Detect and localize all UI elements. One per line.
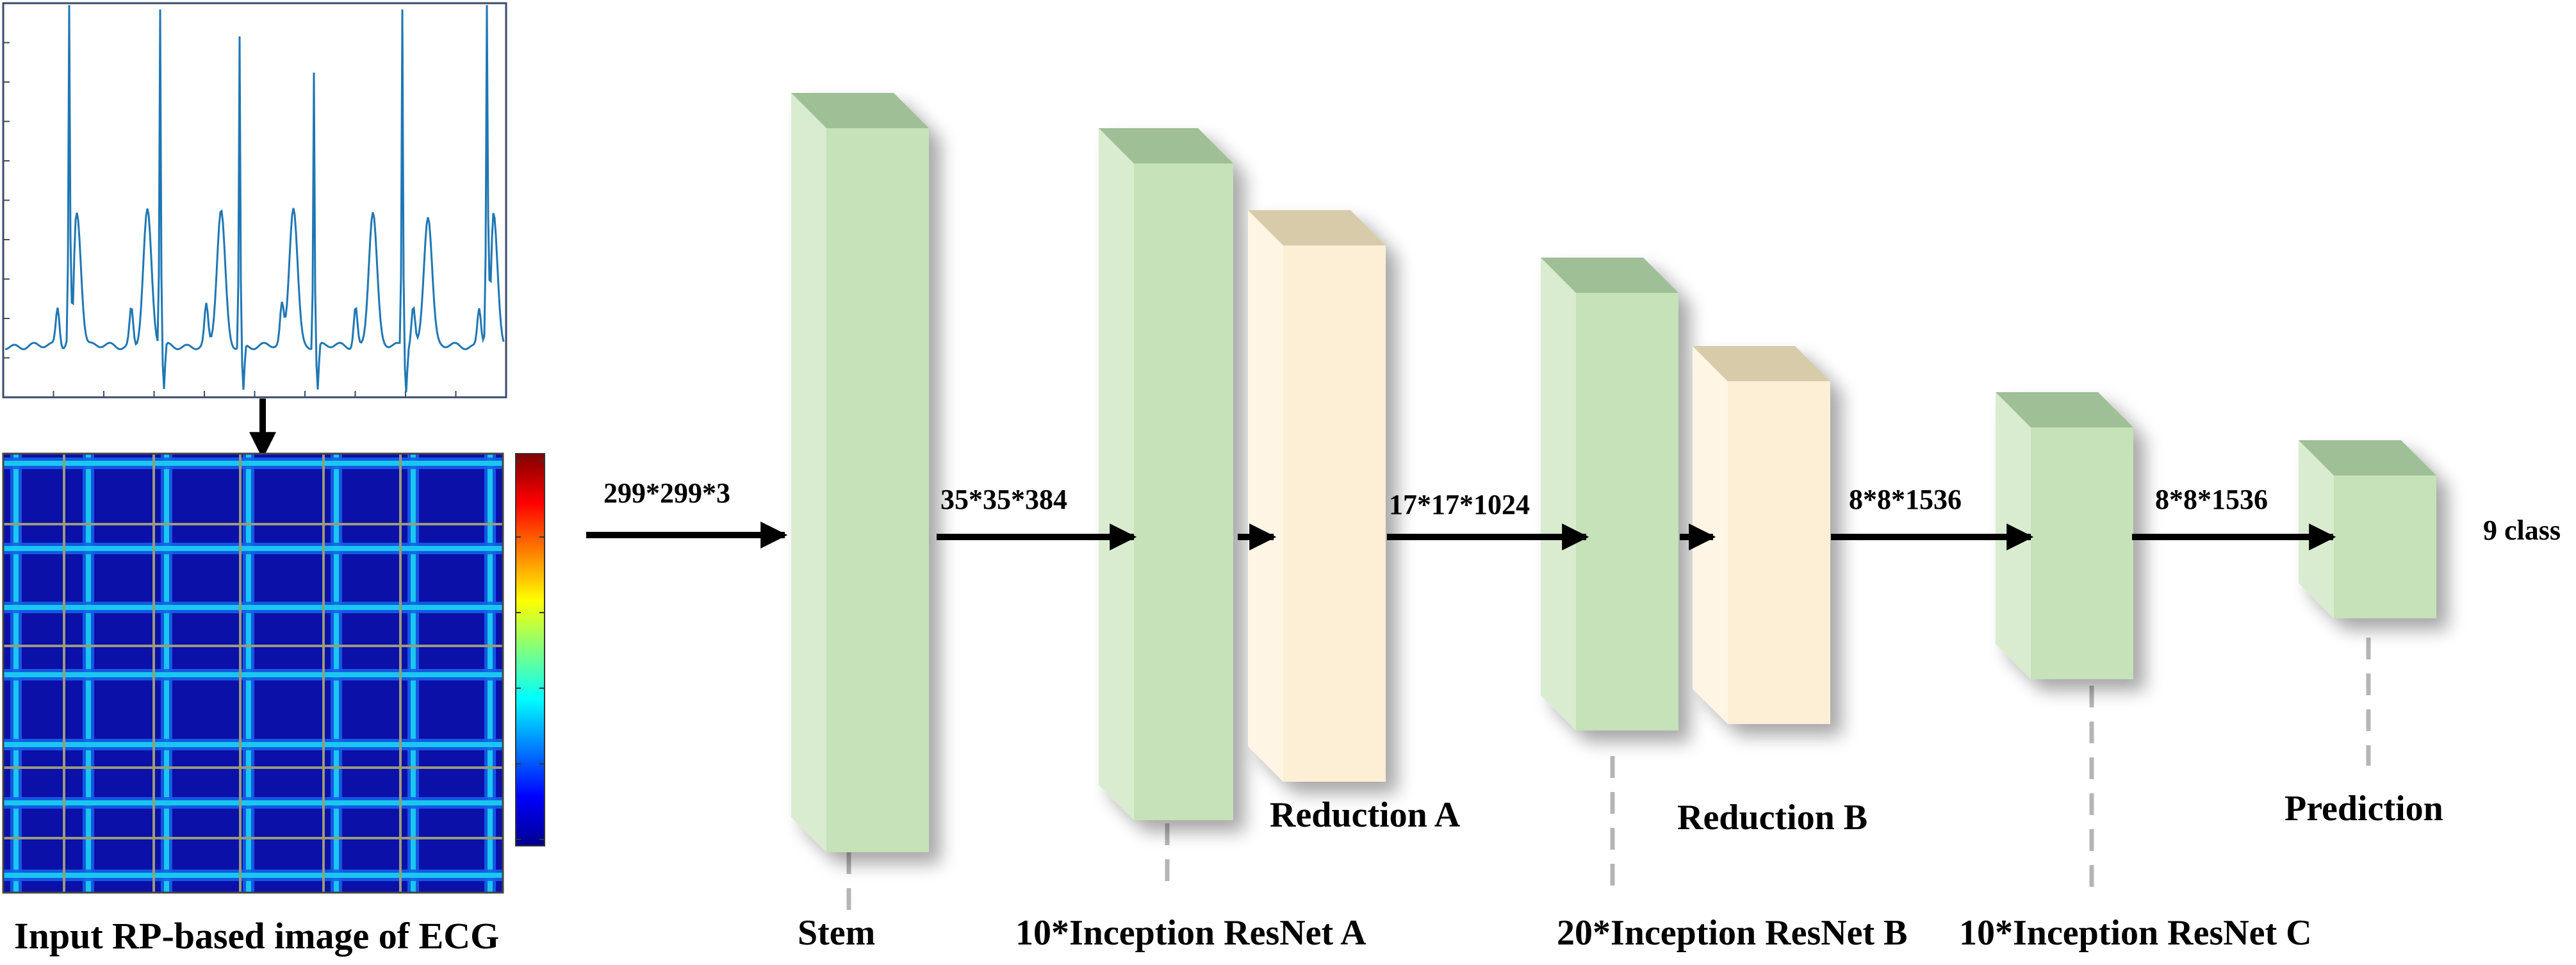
block-dash-lines — [846, 638, 2371, 910]
stem-block-top — [791, 93, 929, 128]
output-class-label: 9 class — [2483, 515, 2561, 546]
reduction-a-block-side — [1248, 210, 1283, 782]
colorbar-ticks — [516, 461, 545, 840]
rp-horizontal-stripe — [3, 461, 503, 466]
flow-arrows — [586, 522, 2336, 550]
inception-b-block — [1541, 258, 1678, 730]
ecg-plot — [2, 2, 507, 399]
rp-horizontal-stripe — [3, 546, 503, 551]
reduction-a-block — [1248, 210, 1386, 782]
rp-horizontal-stripe — [3, 605, 503, 610]
inception-c-block-top — [1996, 392, 2133, 427]
prediction-label: Prediction — [2285, 789, 2443, 829]
input-dim-label: 299*299*3 — [603, 477, 730, 509]
reduction-b-block-top — [1693, 346, 1830, 381]
rp-horizontal-stripe — [3, 873, 503, 878]
rp-horizontal-stripe — [3, 742, 503, 747]
inception-b-block-front — [1576, 293, 1678, 730]
reduction-b-block-front — [1728, 381, 1830, 724]
network-blocks — [791, 93, 2436, 852]
rp-horizontal-stripe — [3, 672, 503, 677]
reduction-a-block-top — [1248, 210, 1386, 245]
stem-block — [791, 93, 929, 852]
ecg-signal-line — [4, 4, 505, 393]
reduction-b-label: Reduction B — [1677, 798, 1868, 837]
stem-label: Stem — [798, 913, 876, 953]
inception-b-label: 20*Inception ResNet B — [1557, 913, 1908, 953]
reduction-b-block — [1693, 346, 1830, 724]
reduction-a-block-front — [1283, 245, 1386, 782]
colorbar-scale — [515, 453, 545, 846]
stem-block-front — [826, 128, 929, 852]
rp-image-stripes — [3, 454, 503, 893]
prediction-block-front — [2334, 475, 2436, 618]
ecg-axis-ticks — [3, 42, 457, 397]
inception-a-block-side — [1099, 128, 1134, 820]
inception-a-block-front — [1134, 163, 1233, 820]
inception-b-block-side — [1541, 258, 1576, 730]
inception-c-out-dim-label: 8*8*1536 — [2155, 484, 2268, 515]
rp-image-frame — [2, 452, 504, 894]
rp-image — [2, 452, 504, 894]
rp-horizontal-stripe — [3, 800, 503, 805]
prediction-block-top — [2299, 440, 2436, 475]
colorbar — [515, 453, 545, 846]
reduction-a-label: Reduction A — [1270, 795, 1461, 835]
inception-c-block-front — [2031, 427, 2133, 679]
stem-block-side — [791, 93, 826, 852]
inception-a-block-top — [1099, 128, 1233, 163]
inception-a-label: 10*Inception ResNet A — [1015, 913, 1366, 953]
stem-out-dim-label: 35*35*384 — [940, 484, 1067, 515]
inception-c-label: 10*Inception ResNet C — [1959, 913, 2312, 953]
ecg-plot-frame — [2, 2, 507, 399]
reduction-b-out-dim-label: 8*8*1536 — [1849, 484, 1962, 515]
inception-a-block — [1099, 128, 1233, 820]
prediction-block — [2299, 440, 2436, 618]
input-caption: Input RP-based image of ECG — [14, 915, 500, 957]
reduction-a-out-dim-label: 17*17*1024 — [1389, 489, 1530, 520]
inception-b-block-top — [1541, 258, 1678, 293]
